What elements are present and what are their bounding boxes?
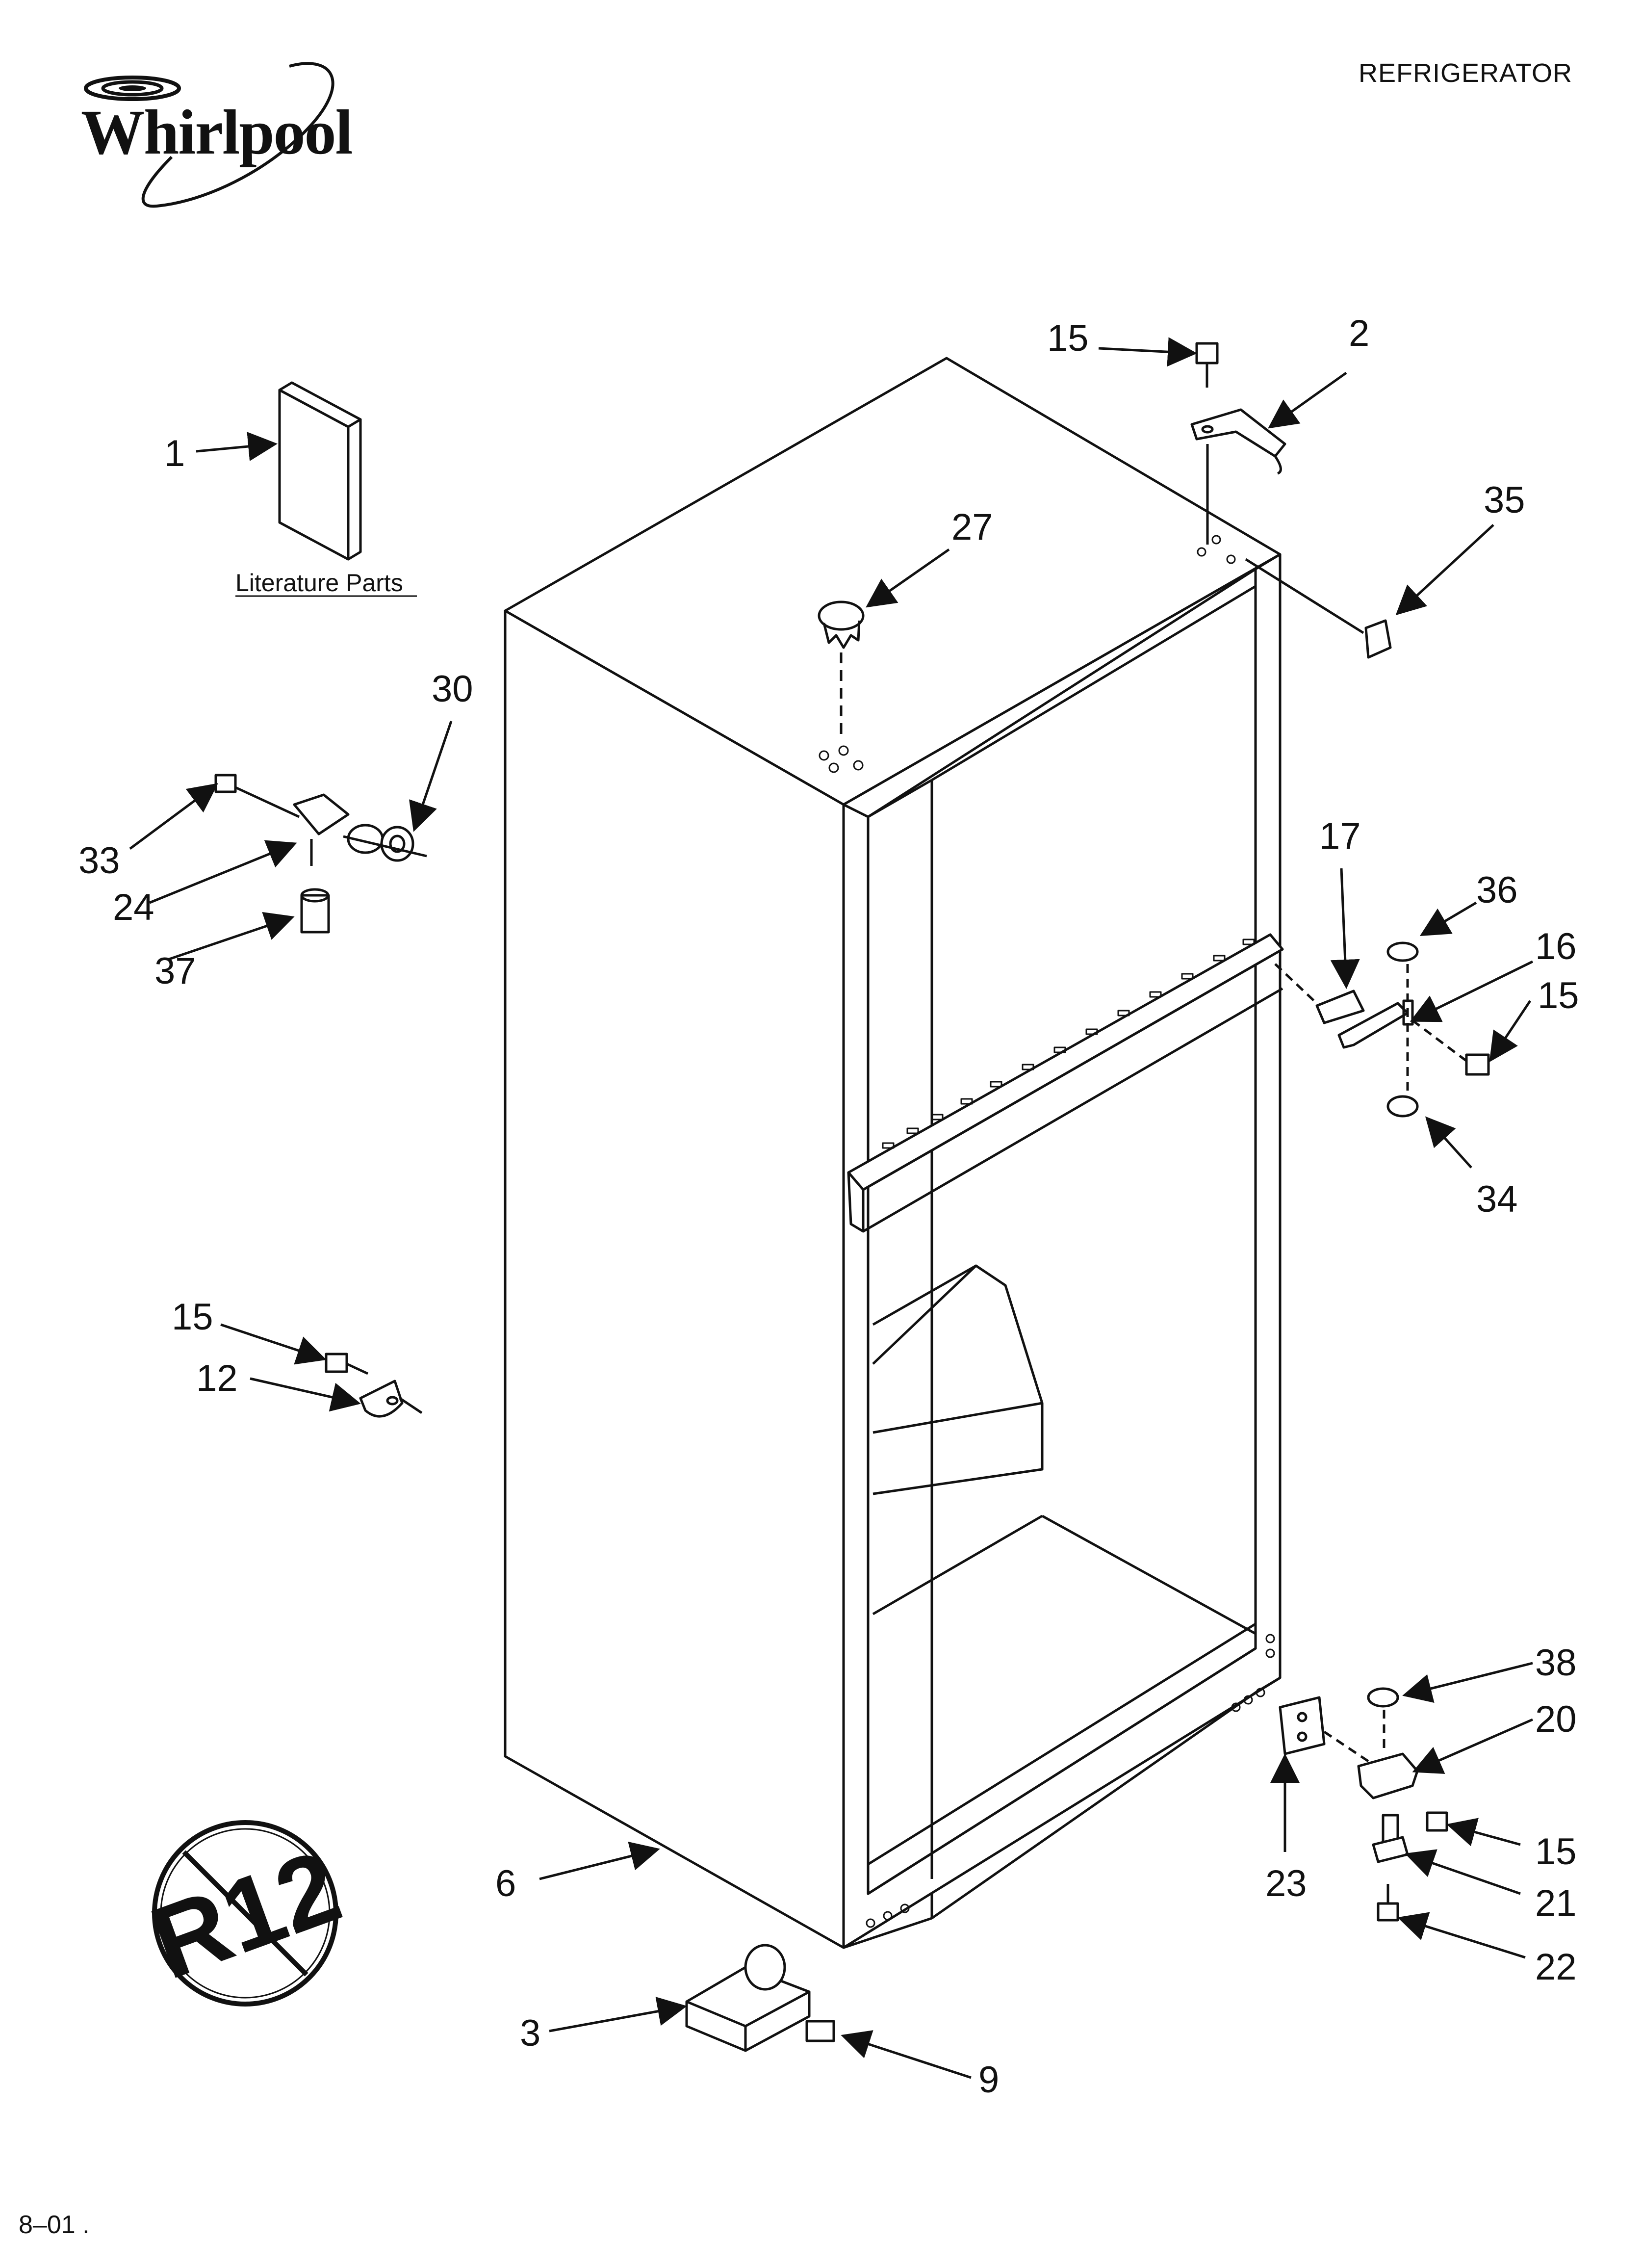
literature-booklet — [278, 381, 362, 561]
callout-34: 34 — [1476, 1178, 1518, 1220]
cabinet — [504, 357, 1284, 1949]
door-stop — [325, 1353, 423, 1418]
callout-35: 35 — [1484, 479, 1525, 521]
callout-37: 37 — [154, 950, 196, 992]
callout-15-top: 15 — [1047, 317, 1089, 359]
revision-date: 8–01 . — [19, 2211, 90, 2239]
callout-6: 6 — [495, 1863, 516, 1904]
callout-15-middle: 15 — [1538, 975, 1579, 1017]
callout-15-left: 15 — [172, 1296, 213, 1338]
roller-assembly — [685, 1944, 835, 2052]
literature-label: Literature Parts — [235, 569, 403, 597]
r12-badge-text: R12 — [137, 1828, 354, 2001]
callout-21: 21 — [1535, 1882, 1577, 1924]
callout-23: 23 — [1265, 1863, 1307, 1904]
page-title: REFRIGERATOR — [1359, 58, 1573, 88]
door-stop-assembly — [214, 774, 427, 934]
callout-17: 17 — [1319, 815, 1361, 857]
callout-12: 12 — [196, 1357, 238, 1399]
callout-30: 30 — [432, 668, 473, 710]
callout-27: 27 — [951, 506, 993, 548]
callout-15-bottom: 15 — [1535, 1831, 1577, 1873]
whirlpool-logo: Whirlpool — [59, 54, 353, 216]
callout-20: 20 — [1535, 1698, 1577, 1740]
callouts: 1 2 3 6 9 12 15 15 15 15 16 17 20 21 22 … — [78, 313, 1579, 2101]
middle-hinge — [1274, 941, 1490, 1118]
callout-1: 1 — [164, 433, 185, 474]
top-hinge — [1190, 342, 1286, 545]
hinge-cover — [1245, 558, 1392, 659]
callout-9: 9 — [978, 2059, 999, 2101]
callout-2: 2 — [1349, 313, 1369, 354]
callout-24: 24 — [113, 886, 154, 928]
callout-3: 3 — [520, 2012, 540, 2054]
swirl-icon — [84, 62, 334, 208]
callout-36: 36 — [1476, 869, 1518, 911]
leader-lines — [129, 337, 1534, 2079]
no-r12-badge — [152, 1820, 338, 2007]
bottom-hinge — [1279, 1687, 1448, 1922]
brand-wordmark: Whirlpool — [81, 97, 353, 168]
callout-33: 33 — [78, 840, 120, 882]
callout-16: 16 — [1535, 926, 1577, 967]
callout-38: 38 — [1535, 1642, 1577, 1684]
plug-part — [818, 600, 865, 741]
callout-22: 22 — [1535, 1946, 1577, 1988]
